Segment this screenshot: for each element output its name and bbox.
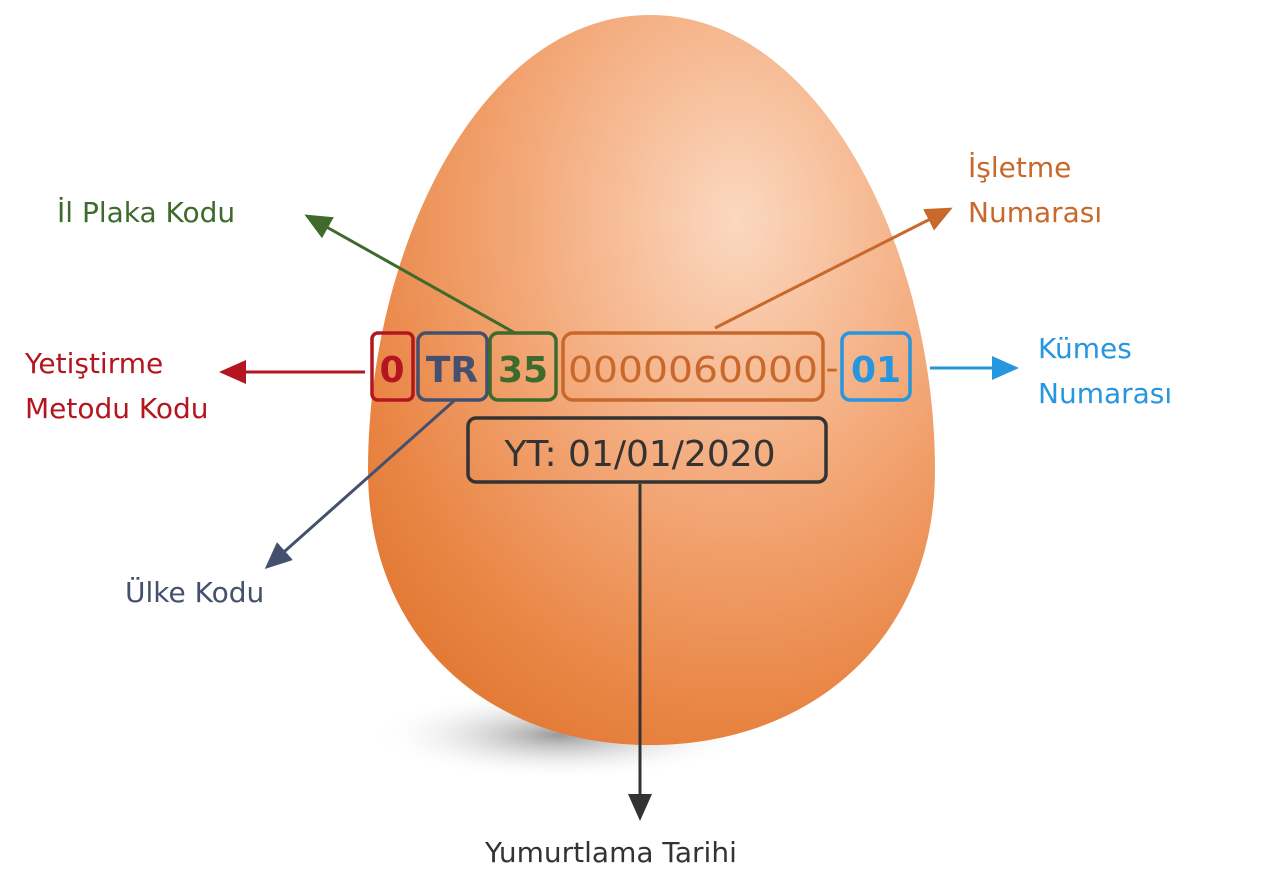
egg [368, 15, 935, 745]
arrow-country [264, 398, 456, 569]
business-label-line2: Numarası [968, 196, 1102, 229]
arrow-province [304, 214, 516, 335]
coop-label-line1: Kümes [1038, 332, 1132, 365]
arrow-business [714, 207, 953, 330]
coop-box [840, 331, 912, 402]
method-label-line1: Yetiştirme [24, 347, 163, 380]
country-code: TR [426, 350, 478, 391]
separator: - [826, 348, 839, 389]
date-box [466, 416, 828, 484]
method-code: 0 [379, 350, 404, 391]
business-label-line1: İşletme [968, 151, 1071, 184]
business-code: 0000060000 [568, 350, 818, 391]
province-label: İl Plaka Kodu [57, 196, 235, 229]
province-code: 35 [498, 350, 548, 391]
business-box [561, 331, 825, 402]
country-label: Ülke Kodu [125, 575, 264, 609]
province-box [488, 331, 558, 402]
method-label-line2: Metodu Kodu [25, 392, 209, 425]
date-code: YT: 01/01/2020 [503, 434, 775, 475]
coop-label-line2: Numarası [1038, 377, 1172, 410]
method-box [370, 331, 415, 402]
date-label: Yumurtlama Tarihi [484, 836, 737, 869]
coop-code: 01 [851, 350, 901, 391]
country-box [416, 331, 489, 402]
